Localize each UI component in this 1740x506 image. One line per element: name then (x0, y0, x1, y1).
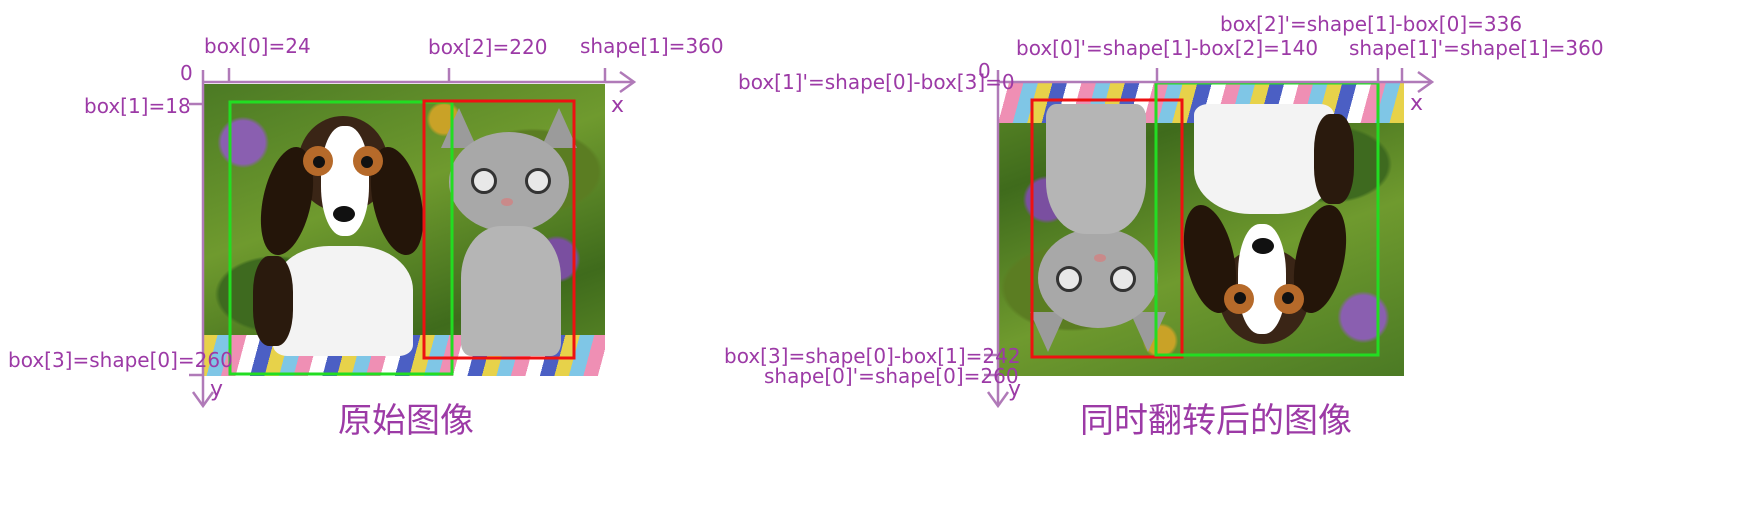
label-box0p: box[0]'=shape[1]-box[2]=140 (1016, 36, 1319, 60)
label-box3: box[3]=shape[0]=260 (8, 348, 233, 372)
caption-original: 原始图像 (338, 401, 474, 441)
label-shape0p: shape[0]'=shape[0]=260 (764, 364, 1019, 388)
kitten-image (441, 108, 581, 358)
label-origin-flipped: 0 (978, 59, 991, 83)
label-axis-x: x (611, 93, 625, 118)
label-axis-x-flipped: x (1410, 91, 1424, 116)
x-axis-arrow (619, 70, 637, 94)
cat-bounding-box (422, 99, 576, 360)
puppy-image (243, 106, 433, 356)
dog-bounding-box-flipped (1154, 81, 1380, 357)
label-box2: box[2]=220 (428, 35, 548, 59)
caption-flipped: 同时翻转后的图像 (1080, 401, 1352, 441)
label-axis-y-flipped: y (1008, 377, 1022, 402)
label-shape1: shape[1]=360 (580, 34, 724, 58)
label-axis-y: y (210, 377, 224, 402)
y-axis-arrow (986, 391, 1010, 409)
cat-bounding-box-flipped (1030, 98, 1184, 359)
dog-bounding-box (228, 100, 454, 376)
x-axis-arrow (1417, 70, 1435, 94)
y-axis-arrow (191, 391, 215, 409)
label-box2p: box[2]'=shape[1]-box[0]=336 (1220, 12, 1523, 36)
label-box1: box[1]=18 (84, 94, 191, 118)
label-shape1p: shape[1]'=shape[1]=360 (1349, 36, 1604, 60)
original-photo (203, 84, 605, 376)
label-box3p: box[3]=shape[0]-box[1]=242 (724, 344, 1021, 368)
label-origin: 0 (180, 61, 193, 85)
label-box0: box[0]=24 (204, 34, 311, 58)
label-box1p: box[1]'=shape[0]-box[3]=0 (738, 70, 1015, 94)
